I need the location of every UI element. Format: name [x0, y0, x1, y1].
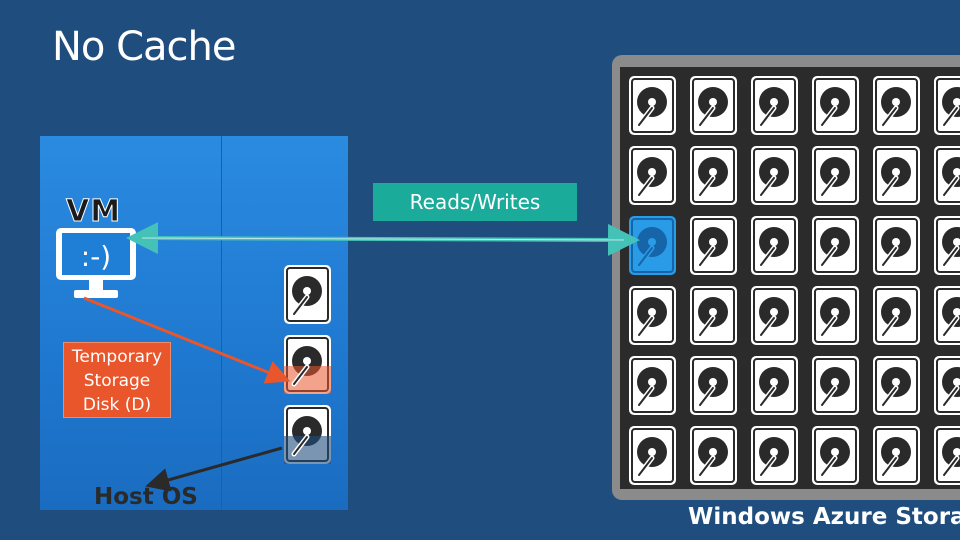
storage-disk-icon: [934, 216, 960, 275]
reads-writes-arrow: [126, 222, 640, 256]
storage-disk-icon: [751, 286, 798, 345]
host-os-arrow: [145, 446, 283, 492]
storage-disk-icon: [812, 356, 859, 415]
storage-disk-icon: [873, 286, 920, 345]
storage-disk-icon: [751, 76, 798, 135]
storage-disk-icon: [690, 216, 737, 275]
vm-label: VM: [65, 194, 122, 230]
storage-disk-icon: [812, 426, 859, 485]
os-disk-icon: [284, 405, 331, 464]
storage-disk-icon: [690, 76, 737, 135]
slide-title: No Cache: [52, 24, 237, 70]
storage-disk-icon: [873, 356, 920, 415]
reads-writes-label: Reads/Writes: [373, 183, 577, 221]
temporary-disk-icon: [284, 335, 331, 394]
storage-disk-icon: [873, 426, 920, 485]
storage-disk-icon: [690, 426, 737, 485]
temporary-storage-box: Temporary Storage Disk (D): [63, 342, 171, 418]
storage-disk-icon: [873, 146, 920, 205]
storage-disk-icon: [812, 146, 859, 205]
storage-disk-icon: [812, 216, 859, 275]
local-disk-icon: [284, 265, 331, 324]
storage-disk-icon: [629, 76, 676, 135]
storage-disk-icon: [690, 286, 737, 345]
storage-disk-icon: [812, 76, 859, 135]
storage-disk-icon: [751, 216, 798, 275]
storage-disk-icon: [934, 146, 960, 205]
storage-disk-icon: [934, 76, 960, 135]
storage-disk-icon: [629, 426, 676, 485]
host-divider: [221, 136, 222, 510]
storage-disk-icon: [629, 286, 676, 345]
storage-disk-icon: [751, 146, 798, 205]
storage-disk-icon: [629, 356, 676, 415]
highlighted-storage-disk-icon: [629, 216, 676, 275]
storage-disk-icon: [812, 286, 859, 345]
storage-disk-icon: [690, 356, 737, 415]
storage-disk-icon: [751, 426, 798, 485]
vm-face: :-): [81, 240, 111, 273]
azure-storage-grid: [620, 67, 960, 489]
monitor-icon: :-): [56, 228, 136, 298]
azure-storage-label: Windows Azure Stora: [688, 504, 960, 530]
storage-disk-icon: [934, 286, 960, 345]
storage-disk-icon: [629, 146, 676, 205]
storage-disk-icon: [751, 356, 798, 415]
temp-disk-arrow: [83, 296, 291, 384]
storage-disk-icon: [934, 426, 960, 485]
storage-disk-icon: [934, 356, 960, 415]
storage-disk-icon: [873, 76, 920, 135]
storage-disk-icon: [873, 216, 920, 275]
storage-disk-icon: [690, 146, 737, 205]
